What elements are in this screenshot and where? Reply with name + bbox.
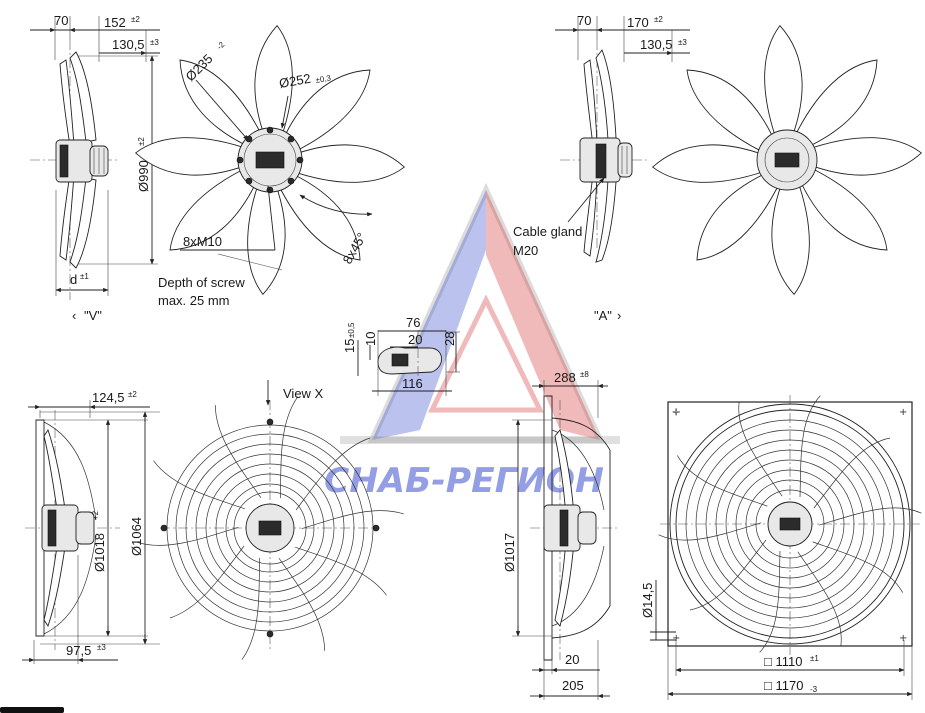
grille-side-view: 124,5 ±2 Ø1018 +2 Ø1064 97,5 ±3 [22, 390, 160, 664]
tol-1170: -3 [810, 685, 818, 694]
dim-1064: Ø1064 [129, 517, 144, 556]
impeller-front-view: Ø235 -2 Ø252 ±0,3 8xM10 Depth of screw m… [134, 24, 406, 308]
dim-14-5: Ø14,5 [640, 583, 655, 618]
dim-116: 116 [402, 376, 423, 391]
chevron-right-icon: › [617, 308, 621, 323]
dim-20-tb: 20 [408, 332, 422, 347]
dim-70: 70 [54, 13, 68, 28]
dim-70-a: 70 [577, 13, 591, 28]
tol-990: ±2 [137, 137, 146, 146]
view-v-side: 70 152 ±2 130,5 ±3 Ø990 ±2 d ±1 ‹ "V" [30, 13, 160, 323]
tol-15: ±0,5 [347, 322, 356, 338]
dim-1170: □ 1170 [764, 678, 803, 693]
tol-288: ±8 [580, 370, 589, 379]
tol-170: ±2 [654, 15, 663, 24]
tol-235: -2 [215, 40, 227, 52]
dim-76: 76 [406, 315, 420, 330]
dim-28: 28 [442, 332, 457, 346]
dim-1018: Ø1018 [92, 533, 107, 572]
dim-130-5: 130,5 [112, 37, 145, 52]
tol-152: ±2 [131, 15, 140, 24]
view-a-label: "A" [594, 308, 612, 323]
corner-tab [0, 707, 64, 713]
terminal-box-detail: 76 20 28 15 ±0,5 10 116 [342, 315, 460, 396]
mount-hole-icon: + [899, 633, 907, 644]
chevron-left-icon: ‹ [72, 308, 76, 323]
tol-130-5: ±3 [150, 38, 159, 47]
dim-97-5: 97,5 [66, 643, 91, 658]
view-v-label: "V" [84, 308, 102, 323]
dim-124-5: 124,5 [92, 390, 125, 405]
tol-124-5: ±2 [128, 390, 137, 399]
grille-front-view: View X [136, 380, 404, 660]
tol-1018: +2 [91, 510, 100, 520]
depth-note-line2: max. 25 mm [158, 293, 230, 308]
tol-97-5: ±3 [97, 643, 106, 652]
screws-label: 8xM10 [183, 234, 222, 249]
view-a-side: 70 170 ±2 130,5 ±3 Cable gland M20 "A" › [513, 13, 690, 323]
mount-hole-icon: + [672, 633, 680, 644]
dim-170: 170 [627, 15, 649, 30]
tol-d: ±1 [80, 272, 89, 281]
tol-1110: ±1 [810, 654, 819, 663]
dim-15: 15 [342, 339, 357, 353]
dim-1017: Ø1017 [502, 533, 517, 572]
dim-d: d [70, 272, 77, 287]
dim-990: Ø990 [136, 160, 151, 192]
tol-252: ±0,3 [315, 73, 332, 85]
dim-20-ring: 20 [565, 652, 579, 667]
dim-130-5-a: 130,5 [640, 37, 673, 52]
watermark-logo: СНАБ-РЕГИОН [324, 182, 620, 501]
mount-hole-icon: + [899, 407, 907, 418]
tol-130-5-a: ±3 [678, 38, 687, 47]
wall-ring-side-view: 288 ±8 Ø1017 20 205 [502, 370, 620, 700]
dim-152: 152 [104, 15, 126, 30]
impeller-rear-view [651, 24, 923, 296]
watermark-text: СНАБ-РЕГИОН [324, 461, 604, 501]
dim-205: 205 [562, 678, 584, 693]
depth-note-line1: Depth of screw [158, 275, 245, 290]
dim-252: Ø252 [278, 71, 312, 91]
view-x-label: View X [283, 386, 324, 401]
dim-10: 10 [363, 332, 378, 346]
gland-line2: M20 [513, 243, 538, 258]
mount-hole-icon: + [672, 407, 680, 418]
dim-288: 288 [554, 370, 576, 385]
gland-line1: Cable gland [513, 224, 582, 239]
wall-ring-front-view: + + + + Ø14,5 □ 1110 ±1 □ 1170 -3 [640, 395, 922, 700]
dim-1110: □ 1110 [764, 654, 802, 669]
